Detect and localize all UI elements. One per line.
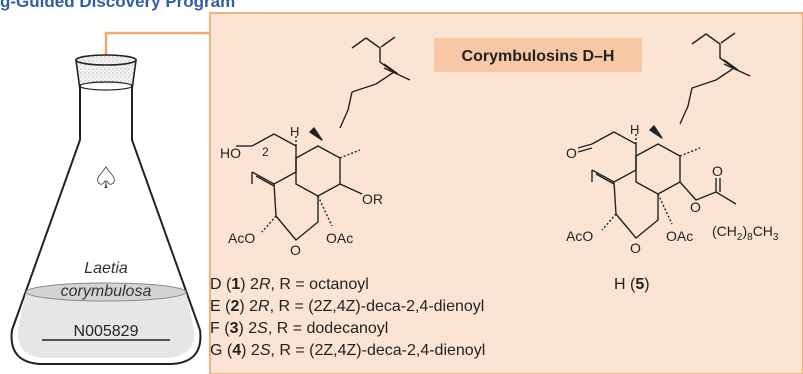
compound-letter: E — [210, 298, 221, 315]
compound-row: D (1) 2R, R = octanoyl — [210, 276, 369, 293]
left-aco-label: AcO — [228, 230, 255, 246]
compound-config-number: 2 — [250, 276, 259, 293]
right-h-label: H — [630, 122, 639, 137]
compound-number: 3 — [230, 320, 239, 337]
compound-row: E (2) 2R, R = (2Z,4Z)-deca-2,4-dienoyl — [210, 298, 484, 315]
compound-config-number: 2 — [251, 342, 260, 359]
panel-title: Corymbulosins D–H — [462, 48, 615, 65]
compound-config-number: 2 — [248, 320, 257, 337]
left-position-2: 2 — [262, 145, 269, 159]
right-keto-o-label: O — [566, 145, 577, 161]
left-h-label: H — [290, 124, 299, 139]
right-oac-label: OAc — [666, 228, 693, 244]
left-or-label: OR — [362, 191, 383, 207]
compound-config-letter: S — [260, 342, 271, 359]
right-wedge-methyl — [649, 125, 663, 139]
compound-list: D (1) 2R, R = octanoyl E (2) 2R, R = (2Z,… — [210, 276, 485, 359]
compound-config-letter: S — [257, 320, 268, 337]
compound-h-label: H (5) — [614, 276, 650, 293]
flask-neck-rim — [79, 81, 133, 91]
compound-r-group: , R = (2Z,4Z)-deca-2,4-dienoyl — [270, 298, 485, 315]
left-methylene — [383, 63, 399, 75]
flask-liquid-surface — [25, 282, 187, 302]
compound-r-group: , R = octanoyl — [271, 276, 369, 293]
flask-stopper-top — [75, 54, 137, 66]
left-ring-a — [251, 133, 297, 185]
compound-config-letter: R — [259, 276, 271, 293]
left-ho-label: HO — [220, 145, 241, 161]
compound-number: 1 — [231, 276, 240, 293]
right-carbonyl-o-label: O — [712, 163, 723, 179]
right-ester-o-label: O — [690, 199, 701, 215]
connector-line — [104, 31, 210, 64]
compound-config-number: 2 — [249, 298, 258, 315]
left-wedge-methyl — [309, 127, 323, 141]
compound-letter: F — [210, 320, 220, 337]
compound-r-group: , R = (2Z,4Z)-deca-2,4-dienoyl — [271, 342, 486, 359]
left-vinyl — [380, 36, 396, 48]
right-ring-o-label: O — [630, 240, 641, 256]
right-ring-a — [591, 131, 637, 183]
compound-config-letter: R — [258, 298, 270, 315]
compound-letter: G — [210, 342, 222, 359]
compound-r-group: , R = dodecanoyl — [268, 320, 389, 337]
flask-sample-code: N005829 — [74, 323, 139, 340]
left-ring-o-label: O — [290, 242, 301, 258]
right-ester-bond — [679, 181, 737, 205]
compound-number: 4 — [232, 342, 241, 359]
left-oac-label: OAc — [326, 230, 353, 246]
spade-icon: ♤ — [93, 162, 120, 195]
structure-left — [236, 36, 411, 241]
flask-label-species: corymbulosa — [61, 283, 152, 300]
left-hashed-methyl — [339, 149, 361, 159]
flask-label-genus: Laetia — [84, 260, 128, 277]
title-box — [434, 38, 642, 72]
left-lactol-ring — [273, 183, 319, 241]
compound-row: F (3) 2S, R = dodecanoyl — [210, 320, 388, 337]
compound-letter: D — [210, 276, 222, 293]
compound-number: 2 — [230, 298, 239, 315]
compound-row: G (4) 2S, R = (2Z,4Z)-deca-2,4-dienoyl — [210, 342, 485, 359]
right-aco-label: AcO — [566, 228, 593, 244]
structure-right — [577, 32, 751, 239]
header-text: g-Guided Discovery Program — [0, 0, 235, 11]
compounds-panel — [209, 12, 803, 374]
right-lactol-ring — [613, 181, 659, 239]
right-chain-label: (CH2)8CH3 — [712, 223, 779, 243]
flask: ♤ Laetia corymbulosa N005829 — [10, 54, 202, 365]
